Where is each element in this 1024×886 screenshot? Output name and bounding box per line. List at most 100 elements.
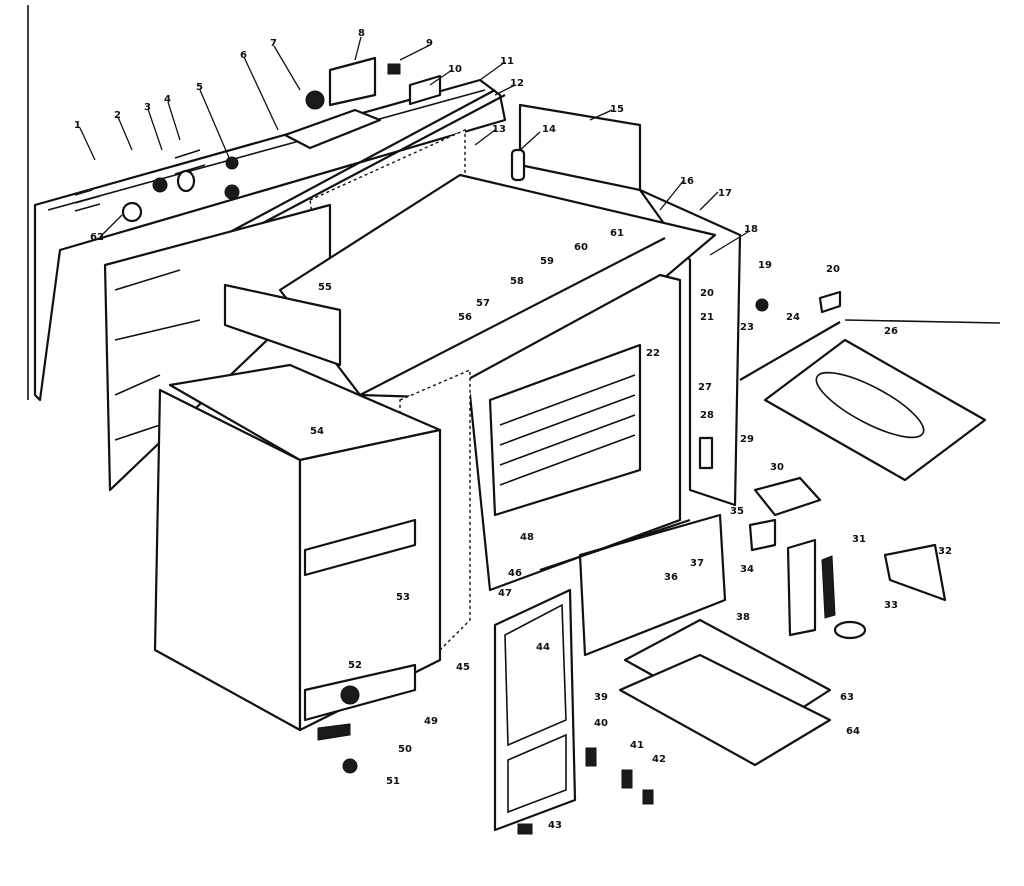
callout-44: 44 <box>536 642 550 653</box>
callout-51: 51 <box>386 776 400 787</box>
callout-61: 61 <box>610 228 624 239</box>
callout-1: 1 <box>74 120 81 131</box>
callout-45: 45 <box>456 662 470 673</box>
part-1-backguard <box>33 78 507 402</box>
callout-46: 46 <box>508 568 522 579</box>
callout-62: 62 <box>90 232 104 243</box>
callout-30: 30 <box>770 462 784 473</box>
part-43-handle-clip <box>517 823 533 835</box>
callout-58: 58 <box>510 276 524 287</box>
callout-28: 28 <box>700 410 714 421</box>
callout-50: 50 <box>398 744 412 755</box>
part-55-front-strip <box>223 283 342 367</box>
part-34-hinge-plate <box>786 538 817 637</box>
part-62-knob <box>121 201 143 223</box>
part-19-clip <box>755 298 769 312</box>
callout-24: 24 <box>786 312 800 323</box>
callout-31: 31 <box>852 534 866 545</box>
part-20-bracket <box>818 290 842 314</box>
part-15-vent <box>518 103 642 192</box>
callout-7: 7 <box>270 38 277 49</box>
callout-64: 64 <box>846 726 860 737</box>
callout-4: 4 <box>164 94 171 105</box>
part-51-leveler <box>342 758 358 774</box>
callout-17: 17 <box>718 188 732 199</box>
callout-55: 55 <box>318 282 332 293</box>
callout-23: 23 <box>740 322 754 333</box>
callout-20: 20 <box>826 264 840 275</box>
part-24-rod <box>739 321 841 381</box>
part-25-leader-line <box>844 319 1001 324</box>
part-3-indicator <box>176 169 196 193</box>
part-34-cabinet-side <box>153 363 442 732</box>
part-4-switch <box>224 184 240 200</box>
part-42-washer <box>642 789 654 805</box>
callout-12: 12 <box>510 78 524 89</box>
callout-26: 26 <box>884 326 898 337</box>
callout-11: 11 <box>500 56 514 67</box>
part-12-trim <box>224 94 506 244</box>
callout-54: 54 <box>310 426 324 437</box>
callout-16: 16 <box>680 176 694 187</box>
part-52-foot <box>340 685 360 705</box>
part-39-oven-door <box>493 588 577 832</box>
part-7-timer <box>283 90 382 150</box>
part-32-latch <box>883 543 947 602</box>
callout-42: 42 <box>652 754 666 765</box>
part-30-bracket <box>753 476 822 517</box>
callout-15: 15 <box>610 104 624 115</box>
callout-56: 56 <box>458 312 472 323</box>
callout-57: 57 <box>476 298 490 309</box>
part-59-rail <box>359 237 666 396</box>
part-64-broiler-pan <box>618 653 832 767</box>
callout-20b: 20 <box>700 288 714 299</box>
part-2-knob <box>152 177 168 193</box>
callout-48: 48 <box>520 532 534 543</box>
callout-5: 5 <box>196 82 203 93</box>
callout-38: 38 <box>736 612 750 623</box>
callout-63: 63 <box>840 692 854 703</box>
callout-41: 41 <box>630 740 644 751</box>
part-36-trim-strip <box>539 518 691 572</box>
part-49-base <box>303 663 417 722</box>
part-50-rail <box>317 723 351 741</box>
callout-34-hinge: 34 <box>740 564 754 575</box>
oven-cavity <box>428 273 682 592</box>
part-29-switch <box>698 436 714 470</box>
callout-3: 3 <box>144 102 151 113</box>
callout-14: 14 <box>542 124 556 135</box>
callout-39: 39 <box>594 692 608 703</box>
callout-6: 6 <box>240 50 247 61</box>
callout-60: 60 <box>574 242 588 253</box>
callout-2: 2 <box>114 110 121 121</box>
part-5-switch <box>225 156 239 170</box>
part-14-spacer <box>510 148 526 182</box>
part-8-bracket <box>328 56 377 107</box>
part-26-broil-pan <box>763 338 987 482</box>
callout-labels: 1 2 3 4 5 6 7 8 9 10 11 12 13 14 15 16 1… <box>74 28 952 831</box>
part-33-stop <box>833 620 867 640</box>
callout-53: 53 <box>396 592 410 603</box>
callout-13: 13 <box>492 124 506 135</box>
part-11-trim <box>214 89 496 241</box>
part-33-shelf <box>303 518 417 577</box>
callout-36: 36 <box>664 572 678 583</box>
part-38-door-glass <box>578 513 727 657</box>
callout-18: 18 <box>744 224 758 235</box>
callout-32: 32 <box>938 546 952 557</box>
callout-52: 52 <box>348 660 362 671</box>
callout-49: 49 <box>424 716 438 727</box>
callout-10: 10 <box>448 64 462 75</box>
callout-19: 19 <box>758 260 772 271</box>
callout-29: 29 <box>740 434 754 445</box>
callout-8: 8 <box>358 28 365 39</box>
part-41-screw <box>621 769 633 789</box>
part-31-spring <box>821 555 836 619</box>
callout-leaders <box>79 36 749 256</box>
callout-59: 59 <box>540 256 554 267</box>
callout-21: 21 <box>700 312 714 323</box>
callout-43: 43 <box>548 820 562 831</box>
callout-27: 27 <box>698 382 712 393</box>
callout-9: 9 <box>426 38 433 49</box>
